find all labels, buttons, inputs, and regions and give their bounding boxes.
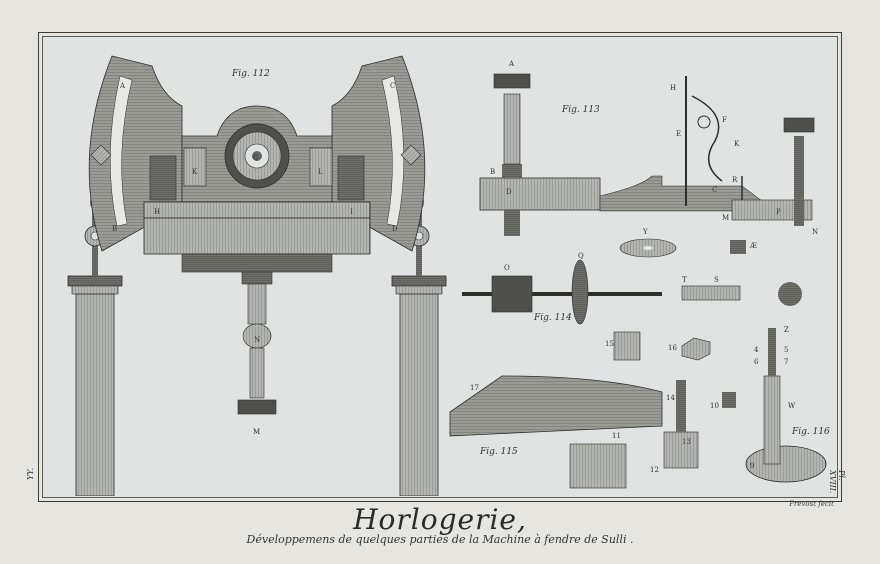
label-c: C [390, 82, 395, 90]
label-d: D [392, 225, 398, 233]
label-h: H [154, 208, 160, 216]
label-17: 17 [470, 384, 479, 392]
label-k-113: K [734, 140, 740, 148]
label-n-113: N [812, 228, 818, 236]
label-b: B [112, 225, 117, 233]
left-margin-mark: YY. [26, 467, 35, 480]
label-15: 15 [605, 340, 614, 348]
plate-outer-border [38, 32, 842, 502]
fig-112-label: Fig. 112 [231, 69, 270, 79]
label-a-113: A [508, 60, 515, 68]
label-6: 6 [754, 358, 759, 366]
label-12: 12 [650, 466, 659, 474]
label-m-113: M [722, 214, 729, 222]
fig-113-label: Fig. 113 [561, 105, 600, 115]
left-column [67, 194, 123, 496]
label-e-113: E [676, 130, 681, 138]
fig-113-assembly: Fig. 113 A B C D E F H K M N P R [479, 60, 818, 236]
fig116-base [745, 445, 827, 483]
label-10: 10 [710, 402, 719, 410]
label-i: I [350, 208, 353, 216]
label-l: L [318, 168, 323, 176]
label-9: 9 [750, 462, 754, 470]
label-c-113: C [712, 186, 717, 194]
label-a: A [119, 82, 126, 90]
label-13: 13 [682, 438, 691, 446]
label-p-113: P [776, 208, 781, 216]
label-m: M [253, 428, 260, 436]
label-k: K [192, 168, 198, 176]
right-margin-mark: Pl. XVIII. [828, 470, 846, 494]
label-y: Y [642, 228, 648, 236]
fig-112-machine: Fig. 112 A B C D G H I K L N M [67, 55, 447, 496]
label-h-113: H [670, 84, 676, 92]
label-16: 16 [668, 344, 677, 352]
label-w: W [788, 402, 796, 410]
fig113-slide-block [479, 177, 601, 211]
label-g: G [253, 154, 259, 162]
label-s: S [714, 276, 719, 284]
label-14: 14 [666, 394, 675, 402]
fig-115-label: Fig. 115 [479, 447, 518, 457]
fig-114-label: Fig. 114 [533, 313, 572, 323]
label-f-113: F [722, 116, 727, 124]
label-b-113: B [490, 168, 495, 176]
label-n: N [254, 336, 260, 344]
machine-base [143, 217, 371, 255]
engraving-illustration: Fig. 112 A B C D G H I K L N M [67, 55, 830, 496]
label-5: 5 [784, 346, 788, 354]
label-d-113: D [506, 188, 512, 196]
fig115-cutter [449, 375, 663, 437]
plate-subtitle: Développemens de quelques parties de la … [246, 533, 634, 546]
label-z: Z [784, 326, 789, 334]
engraver-signature: Prevost fecit [789, 500, 834, 508]
label-11: 11 [612, 432, 621, 440]
label-t: T [682, 276, 687, 284]
right-column [391, 194, 447, 496]
fig-116-label: Fig. 116 [791, 427, 830, 437]
label-r-113: R [732, 176, 738, 184]
label-4: 4 [754, 346, 759, 354]
plate-title: Horlogerie, [353, 503, 527, 536]
spindle-n [247, 283, 267, 325]
label-q: Q [578, 252, 584, 260]
label-o: O [504, 264, 510, 272]
label-ae: Æ [749, 242, 757, 250]
small-parts: Y Æ Fig. 114 O Q T S 15 16 17 Fig. 115 1… [449, 228, 830, 489]
label-7: 7 [784, 358, 788, 366]
